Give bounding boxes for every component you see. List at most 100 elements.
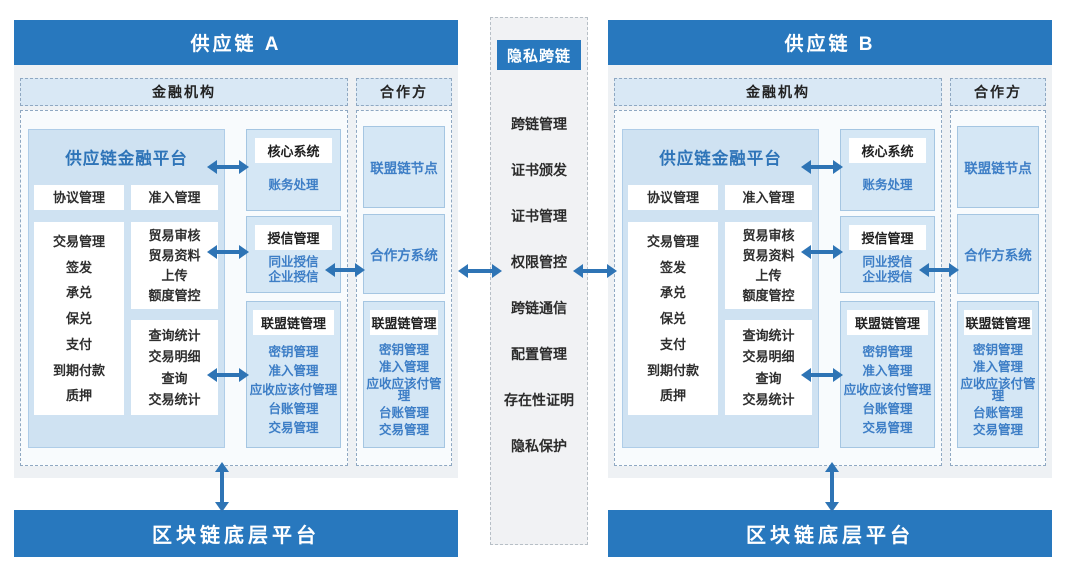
arrow-chain-a-blockchain — [215, 462, 229, 512]
credit-mgmt-items: 同业授信 企业授信 — [247, 252, 340, 292]
box-item: 密钥管理 — [268, 344, 319, 359]
arrow-platform-core-system — [801, 160, 843, 174]
consortium-chain-mgmt-box: 联盟链管理 密钥管理 准入管理 应收应该付管理 台账管理 交易管理 — [246, 301, 341, 448]
credit-mgmt-header: 授信管理 — [849, 225, 926, 250]
consortium-chain-mgmt-items: 密钥管理 准入管理 应收应该付管理 台账管理 交易管理 — [247, 337, 340, 447]
crosschain-item-list: 跨链管理 证书颁发 证书管理 权限管控 跨链通信 配置管理 存在性证明 隐私保护 — [491, 115, 587, 456]
core-systems-column: 核心系统 账务处理 授信管理 同业授信 企业授信 联盟链管理 — [840, 129, 935, 448]
crosschain-item: 存在性证明 — [504, 392, 574, 408]
box-item: 交易管理 — [972, 423, 1023, 437]
box-line: 额度管控 — [742, 288, 795, 303]
financial-institution-section: 金融机构 供应链金融平台 协议管理 准入管理 交易管理 签发 承兑 保兑 — [614, 78, 942, 466]
consortium-chain-mgmt-box: 联盟链管理 密钥管理 准入管理 应收应该付管理 台账管理 交易管理 — [840, 301, 935, 448]
trade-audit-box: 贸易审核 贸易资料 上传 额度管控 — [131, 222, 218, 309]
box-line: 交易管理 — [646, 233, 699, 249]
partner-consortium-mgmt-box: 联盟链管理 密钥管理 准入管理 应收应该付管理 台账管理 交易管理 — [363, 301, 445, 448]
box-item: 交易管理 — [378, 423, 429, 437]
core-systems-column: 核心系统 账务处理 授信管理 同业授信 企业授信 联盟链管理 — [246, 129, 341, 448]
core-system-items: 账务处理 — [247, 165, 340, 210]
credit-mgmt-box: 授信管理 同业授信 企业授信 — [840, 216, 935, 293]
box-line: 上传 — [755, 268, 782, 283]
box-item: 密钥管理 — [862, 344, 913, 359]
box-line: 质押 — [65, 388, 92, 404]
box-item: 企业授信 — [268, 270, 319, 285]
box-label: 协议管理 — [646, 190, 699, 205]
box-item: 账务处理 — [862, 178, 913, 193]
crosschain-item: 证书管理 — [511, 208, 567, 224]
arrow-core-partner-system — [325, 263, 365, 277]
arrow-core-partner-system — [919, 263, 959, 277]
financial-institution-section: 金融机构 供应链金融平台 协议管理 准入管理 交易管理 签发 承兑 保兑 — [20, 78, 348, 466]
trade-audit-box: 贸易审核 贸易资料 上传 额度管控 — [725, 222, 812, 309]
scf-platform-title: 供应链金融平台 — [65, 150, 188, 168]
arrow-audit-credit — [207, 245, 249, 259]
consortium-chain-node-box: 联盟链节点 — [363, 126, 445, 208]
box-item: 企业授信 — [862, 270, 913, 285]
core-system-box: 核心系统 账务处理 — [840, 129, 935, 211]
box-item: 应收应该付管理 — [843, 382, 932, 397]
box-item: 应收应该付管理 — [366, 376, 442, 403]
credit-mgmt-box: 授信管理 同业授信 企业授信 — [246, 216, 341, 293]
box-line: 贸易审核 — [742, 228, 795, 243]
box-item: 同业授信 — [862, 255, 913, 270]
access-mgmt-box: 准入管理 — [725, 185, 812, 210]
partner-header: 合作方 — [356, 78, 452, 106]
box-line: 保兑 — [659, 311, 686, 326]
partner-system-box: 合作方系统 — [363, 214, 445, 294]
arrow-audit-credit — [801, 245, 843, 259]
box-line: 查询统计 — [148, 327, 201, 343]
access-mgmt-box: 准入管理 — [131, 185, 218, 210]
box-item: 密钥管理 — [972, 342, 1023, 357]
box-line: 支付 — [659, 336, 686, 352]
box-item: 台账管理 — [268, 401, 319, 416]
box-line: 查询统计 — [742, 327, 795, 343]
privacy-crosschain-header: 隐私跨链 — [497, 40, 581, 70]
box-item: 账务处理 — [268, 178, 319, 193]
arrow-query-consortium — [801, 368, 843, 382]
crosschain-item: 跨链通信 — [511, 300, 567, 316]
consortium-chain-node-box: 联盟链节点 — [957, 126, 1039, 208]
box-line: 交易统计 — [742, 392, 795, 408]
financial-institution-header: 金融机构 — [614, 78, 942, 106]
financial-institution-header: 金融机构 — [20, 78, 348, 106]
box-item: 准入管理 — [268, 363, 319, 378]
arrow-chain-a-crosschain — [458, 264, 502, 278]
financial-institution-box: 供应链金融平台 协议管理 准入管理 交易管理 签发 承兑 保兑 支付 到期付款 — [20, 110, 348, 466]
box-line: 查询 — [161, 370, 188, 386]
protocol-mgmt-box: 协议管理 — [628, 185, 718, 210]
crosschain-item: 跨链管理 — [511, 116, 567, 132]
partner-box: 联盟链节点 合作方系统 联盟链管理 密钥管理 准入管理 应收应该付管理 台账管理… — [356, 110, 452, 466]
blockchain-base-platform-bar-b: 区块链底层平台 — [608, 510, 1052, 557]
chain-title: 供应链 A — [14, 20, 458, 65]
chain-body: 金融机构 供应链金融平台 协议管理 准入管理 交易管理 签发 承兑 保兑 — [608, 65, 1052, 466]
scf-platform-box: 供应链金融平台 协议管理 准入管理 交易管理 签发 承兑 保兑 支付 到期付款 — [28, 129, 225, 448]
box-item: 准入管理 — [862, 363, 913, 378]
partner-box: 联盟链节点 合作方系统 联盟链管理 密钥管理 准入管理 应收应该付管理 台账管理… — [950, 110, 1046, 466]
box-label: 准入管理 — [148, 190, 201, 205]
supply-chain-a-panel: 供应链 A 金融机构 供应链金融平台 协议管理 准入管理 交易管理 签发 承兑 — [14, 20, 458, 478]
partner-consortium-mgmt-items: 密钥管理 准入管理 应收应该付管理 台账管理 交易管理 — [364, 337, 444, 447]
crosschain-item: 权限管控 — [511, 254, 567, 270]
partner-section: 合作方 联盟链节点 合作方系统 联盟链管理 密钥管理 准入管理 应收应该付管理 … — [356, 78, 452, 466]
crosschain-item: 隐私保护 — [511, 438, 567, 454]
partner-header: 合作方 — [950, 78, 1046, 106]
box-line: 交易明细 — [742, 349, 795, 365]
arrow-query-consortium — [207, 368, 249, 382]
chain-title: 供应链 B — [608, 20, 1052, 65]
financial-institution-box: 供应链金融平台 协议管理 准入管理 交易管理 签发 承兑 保兑 支付 到期付款 — [614, 110, 942, 466]
consortium-chain-mgmt-header: 联盟链管理 — [847, 310, 928, 335]
box-line: 交易统计 — [148, 392, 201, 408]
arrow-platform-core-system — [207, 160, 249, 174]
box-line: 到期付款 — [646, 362, 699, 378]
core-system-header: 核心系统 — [255, 138, 332, 163]
query-statistics-box: 查询统计 交易明细 查询 交易统计 — [725, 320, 812, 415]
box-item: 交易管理 — [268, 420, 319, 435]
box-item: 台账管理 — [862, 401, 913, 416]
box-line: 额度管控 — [148, 288, 201, 303]
box-line: 上传 — [161, 268, 188, 283]
arrow-crosschain-chain-b — [573, 264, 617, 278]
transaction-mgmt-box: 交易管理 签发 承兑 保兑 支付 到期付款 质押 — [34, 222, 124, 415]
box-item: 台账管理 — [378, 406, 429, 420]
credit-mgmt-items: 同业授信 企业授信 — [841, 252, 934, 292]
